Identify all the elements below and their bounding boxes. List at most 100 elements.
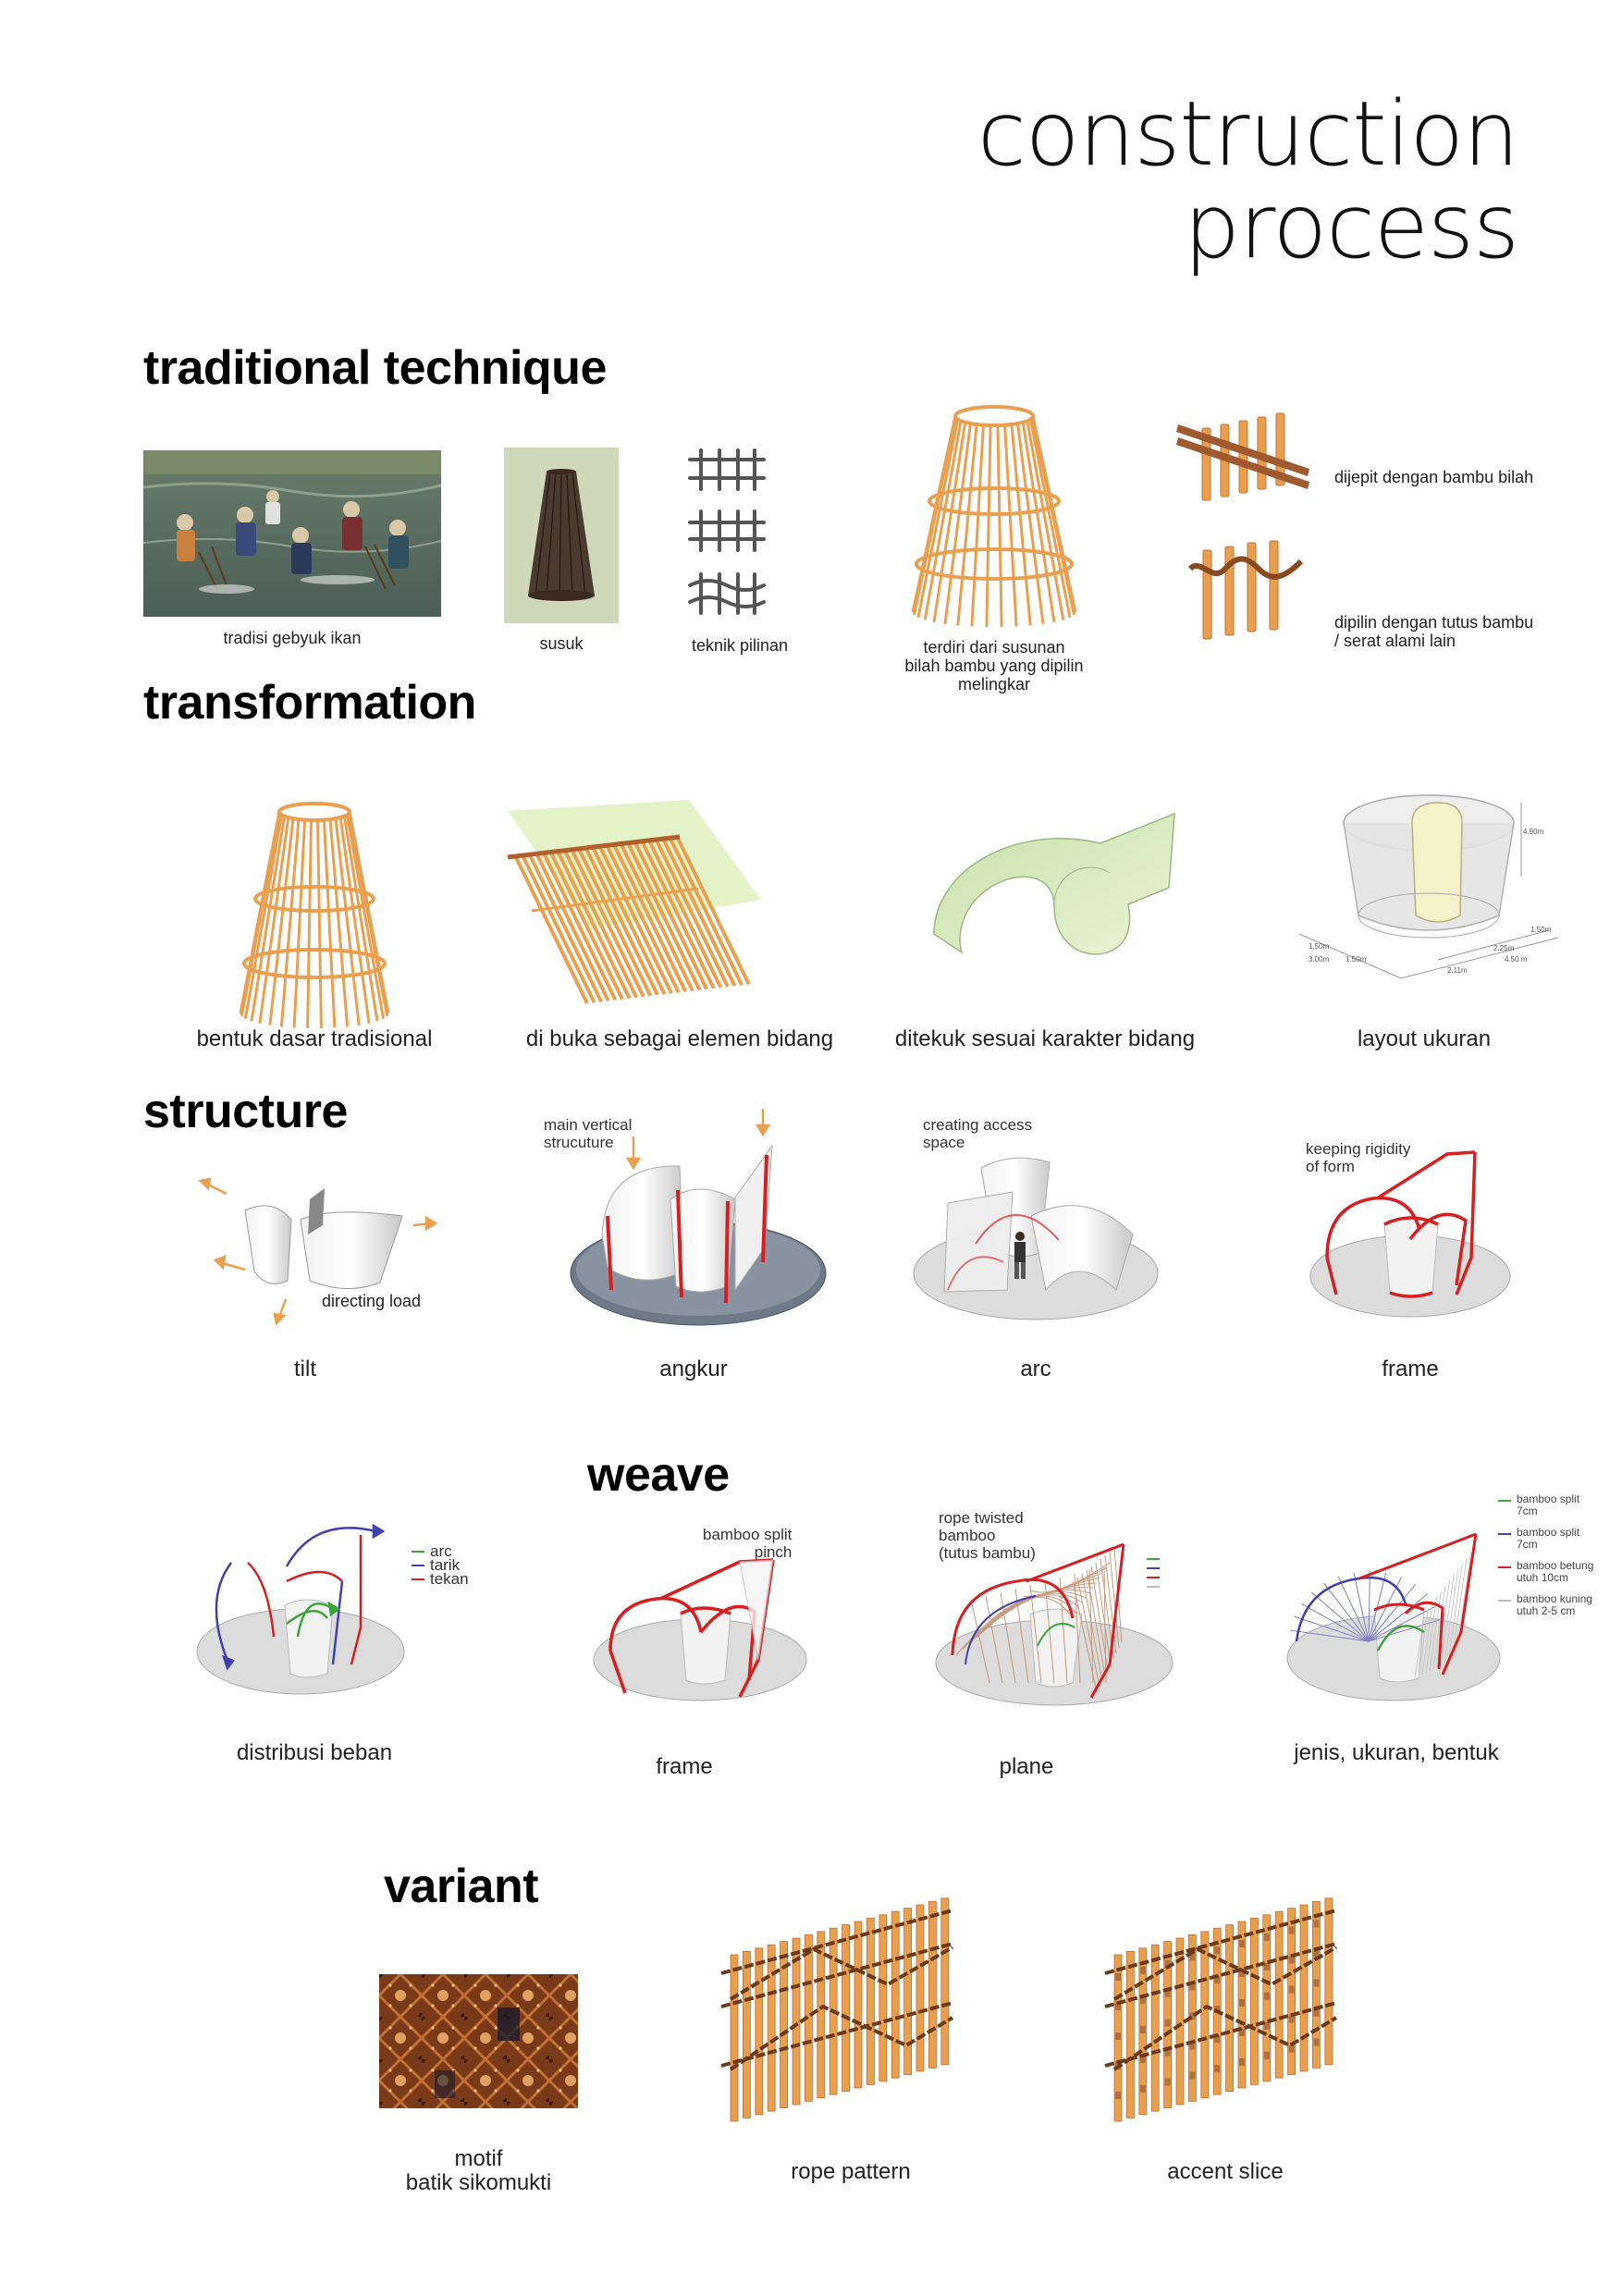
legend-item-tekan: tekan xyxy=(412,1570,469,1588)
section-variant: variant xyxy=(384,1860,539,1913)
note-keeping-rigidity: keeping rigidity of form xyxy=(1306,1140,1410,1175)
diagram-dipilin xyxy=(1187,540,1304,640)
legend-load: arc tarik tekan xyxy=(412,1542,469,1588)
photo-gebyuk-ikan xyxy=(143,450,441,617)
diagram-plane xyxy=(935,1542,1173,1706)
bamboo-slat xyxy=(842,1924,851,2092)
legend-material-label-line2: utuh 10cm xyxy=(1517,1571,1569,1584)
note-rope-line1: rope twisted xyxy=(939,1509,1024,1527)
legend-swatch-tarik xyxy=(412,1564,424,1566)
caption-dijepit: dijepit dengan bambu bilah xyxy=(1334,468,1534,486)
note-access-line2: space xyxy=(923,1134,965,1151)
legend-label-tarik: tarik xyxy=(430,1556,461,1574)
accent-slice-mark xyxy=(1214,2065,1221,2073)
bamboo-slat xyxy=(1200,1931,1210,2099)
svg-text:1.50m: 1.50m xyxy=(1530,926,1552,934)
accent-slice-mark xyxy=(1164,2048,1171,2057)
svg-text:1.50m: 1.50m xyxy=(1309,942,1330,951)
legend-label-tekan: tekan xyxy=(430,1570,469,1588)
section-structure: structure xyxy=(143,1085,348,1138)
accent-slice-mark xyxy=(1239,1999,1245,2007)
accent-slice-mark xyxy=(1115,2092,1121,2099)
caption-motif: motif batik sikomukti xyxy=(356,2147,601,2195)
caption-weave-frame: frame xyxy=(656,1754,713,1779)
note-access-line1: creating access xyxy=(923,1116,1033,1134)
accent-slice-mark xyxy=(1189,2071,1196,2080)
accent-slice-mark xyxy=(1214,2035,1221,2044)
bamboo-slat xyxy=(1274,1910,1284,2079)
section-transformation: transformation xyxy=(143,676,476,730)
accent-slice-mark xyxy=(1288,1926,1295,1934)
accent-slice-mark xyxy=(1189,1983,1196,1991)
accent-slice-mark xyxy=(1263,2051,1270,2059)
accent-slice-mark xyxy=(1189,2012,1196,2020)
accent-slice-mark xyxy=(1313,1949,1320,1958)
note-rigidity-line1: keeping rigidity xyxy=(1306,1140,1411,1158)
accent-slice-mark xyxy=(1239,1970,1245,1977)
accent-slice-mark xyxy=(1288,2044,1295,2053)
caption-susunan-line2: bilah bambu yang dipilin xyxy=(904,657,1084,675)
bamboo-slat xyxy=(866,1918,875,2085)
bamboo-slat xyxy=(903,1908,913,2076)
caption-frame-structure: frame xyxy=(1382,1357,1439,1381)
note-main-vertical: main vertical strucuture xyxy=(544,1116,632,1151)
caption-distribusi-beban: distribusi beban xyxy=(236,1740,393,1765)
accent-slice-mark xyxy=(1115,2032,1121,2040)
bamboo-slat xyxy=(928,1900,937,2069)
bamboo-slat xyxy=(742,1951,751,2118)
bamboo-slat xyxy=(1225,1924,1235,2092)
caption-accent-slice: accent slice xyxy=(1167,2159,1284,2184)
accent-slice-mark xyxy=(1164,2019,1171,2027)
accent-slice-mark xyxy=(1263,1992,1270,2000)
rope-cord xyxy=(1104,2001,1337,2068)
accent-slice-mark xyxy=(1239,1940,1245,1947)
diagram-tilt xyxy=(198,1177,438,1326)
caption-teknik-pilinan: teknik pilinan xyxy=(691,636,789,655)
note-rigidity-line2: of form xyxy=(1306,1158,1355,1175)
page-title: construction process xyxy=(977,88,1519,273)
note-split-line1: bamboo split xyxy=(703,1526,793,1543)
accent-slice-mark xyxy=(1288,1985,1295,1994)
rope-cord xyxy=(720,2001,953,2068)
photo-susuk xyxy=(504,448,619,623)
legend-material-swatch xyxy=(1498,1600,1511,1602)
legend-material-label-line1: bamboo betung xyxy=(1517,1559,1594,1572)
diagram-weave-frame xyxy=(593,1558,807,1701)
diagram-accent-slice xyxy=(1104,1897,1338,2122)
accent-slice-mark xyxy=(1263,1933,1270,1941)
caption-gebyuk-ikan: tradisi gebyuk ikan xyxy=(223,629,362,647)
legend-material-label-line2: 7cm xyxy=(1517,1538,1538,1551)
legend-material-swatch xyxy=(1498,1533,1511,1535)
legend-material-swatch xyxy=(1498,1566,1511,1568)
caption-motif-line2: batik sikomukti xyxy=(405,2170,552,2195)
legend-material-label-line1: bamboo split xyxy=(1517,1526,1580,1539)
legend-item-tarik: tarik xyxy=(412,1556,469,1574)
legend-material-label-line2: 7cm xyxy=(1517,1504,1538,1517)
diagram-ditekuk xyxy=(933,812,1175,955)
accent-slice-mark xyxy=(1139,1966,1146,1974)
legend-material-label-line1: bamboo split xyxy=(1517,1492,1580,1505)
accent-slice-mark xyxy=(1115,1973,1121,1981)
legend-label-arc: arc xyxy=(430,1542,452,1560)
svg-text:3.00m: 3.00m xyxy=(1309,955,1330,964)
bamboo-slat xyxy=(767,1944,776,2112)
note-rope-line2: bamboo xyxy=(939,1527,996,1544)
accent-slice-mark xyxy=(1239,2029,1245,2036)
note-directing-load: directing load xyxy=(322,1292,422,1310)
accent-slice-mark xyxy=(1313,1920,1320,1928)
accent-slice-mark xyxy=(1164,1959,1171,1968)
accent-slice-mark xyxy=(1288,2015,1295,2023)
caption-susunan-line1: terdiri dari susunan xyxy=(923,638,1065,657)
accent-slice-mark xyxy=(1313,1979,1320,1987)
diagram-traditional-basket xyxy=(911,405,1077,627)
diagram-arc xyxy=(913,1157,1159,1320)
accent-slice-mark xyxy=(1313,2038,1320,2046)
bamboo-slat xyxy=(891,1910,900,2079)
accent-slice-mark xyxy=(1139,2055,1146,2063)
accent-slice-mark xyxy=(1164,1989,1171,1997)
rope-cord xyxy=(729,2004,954,2071)
